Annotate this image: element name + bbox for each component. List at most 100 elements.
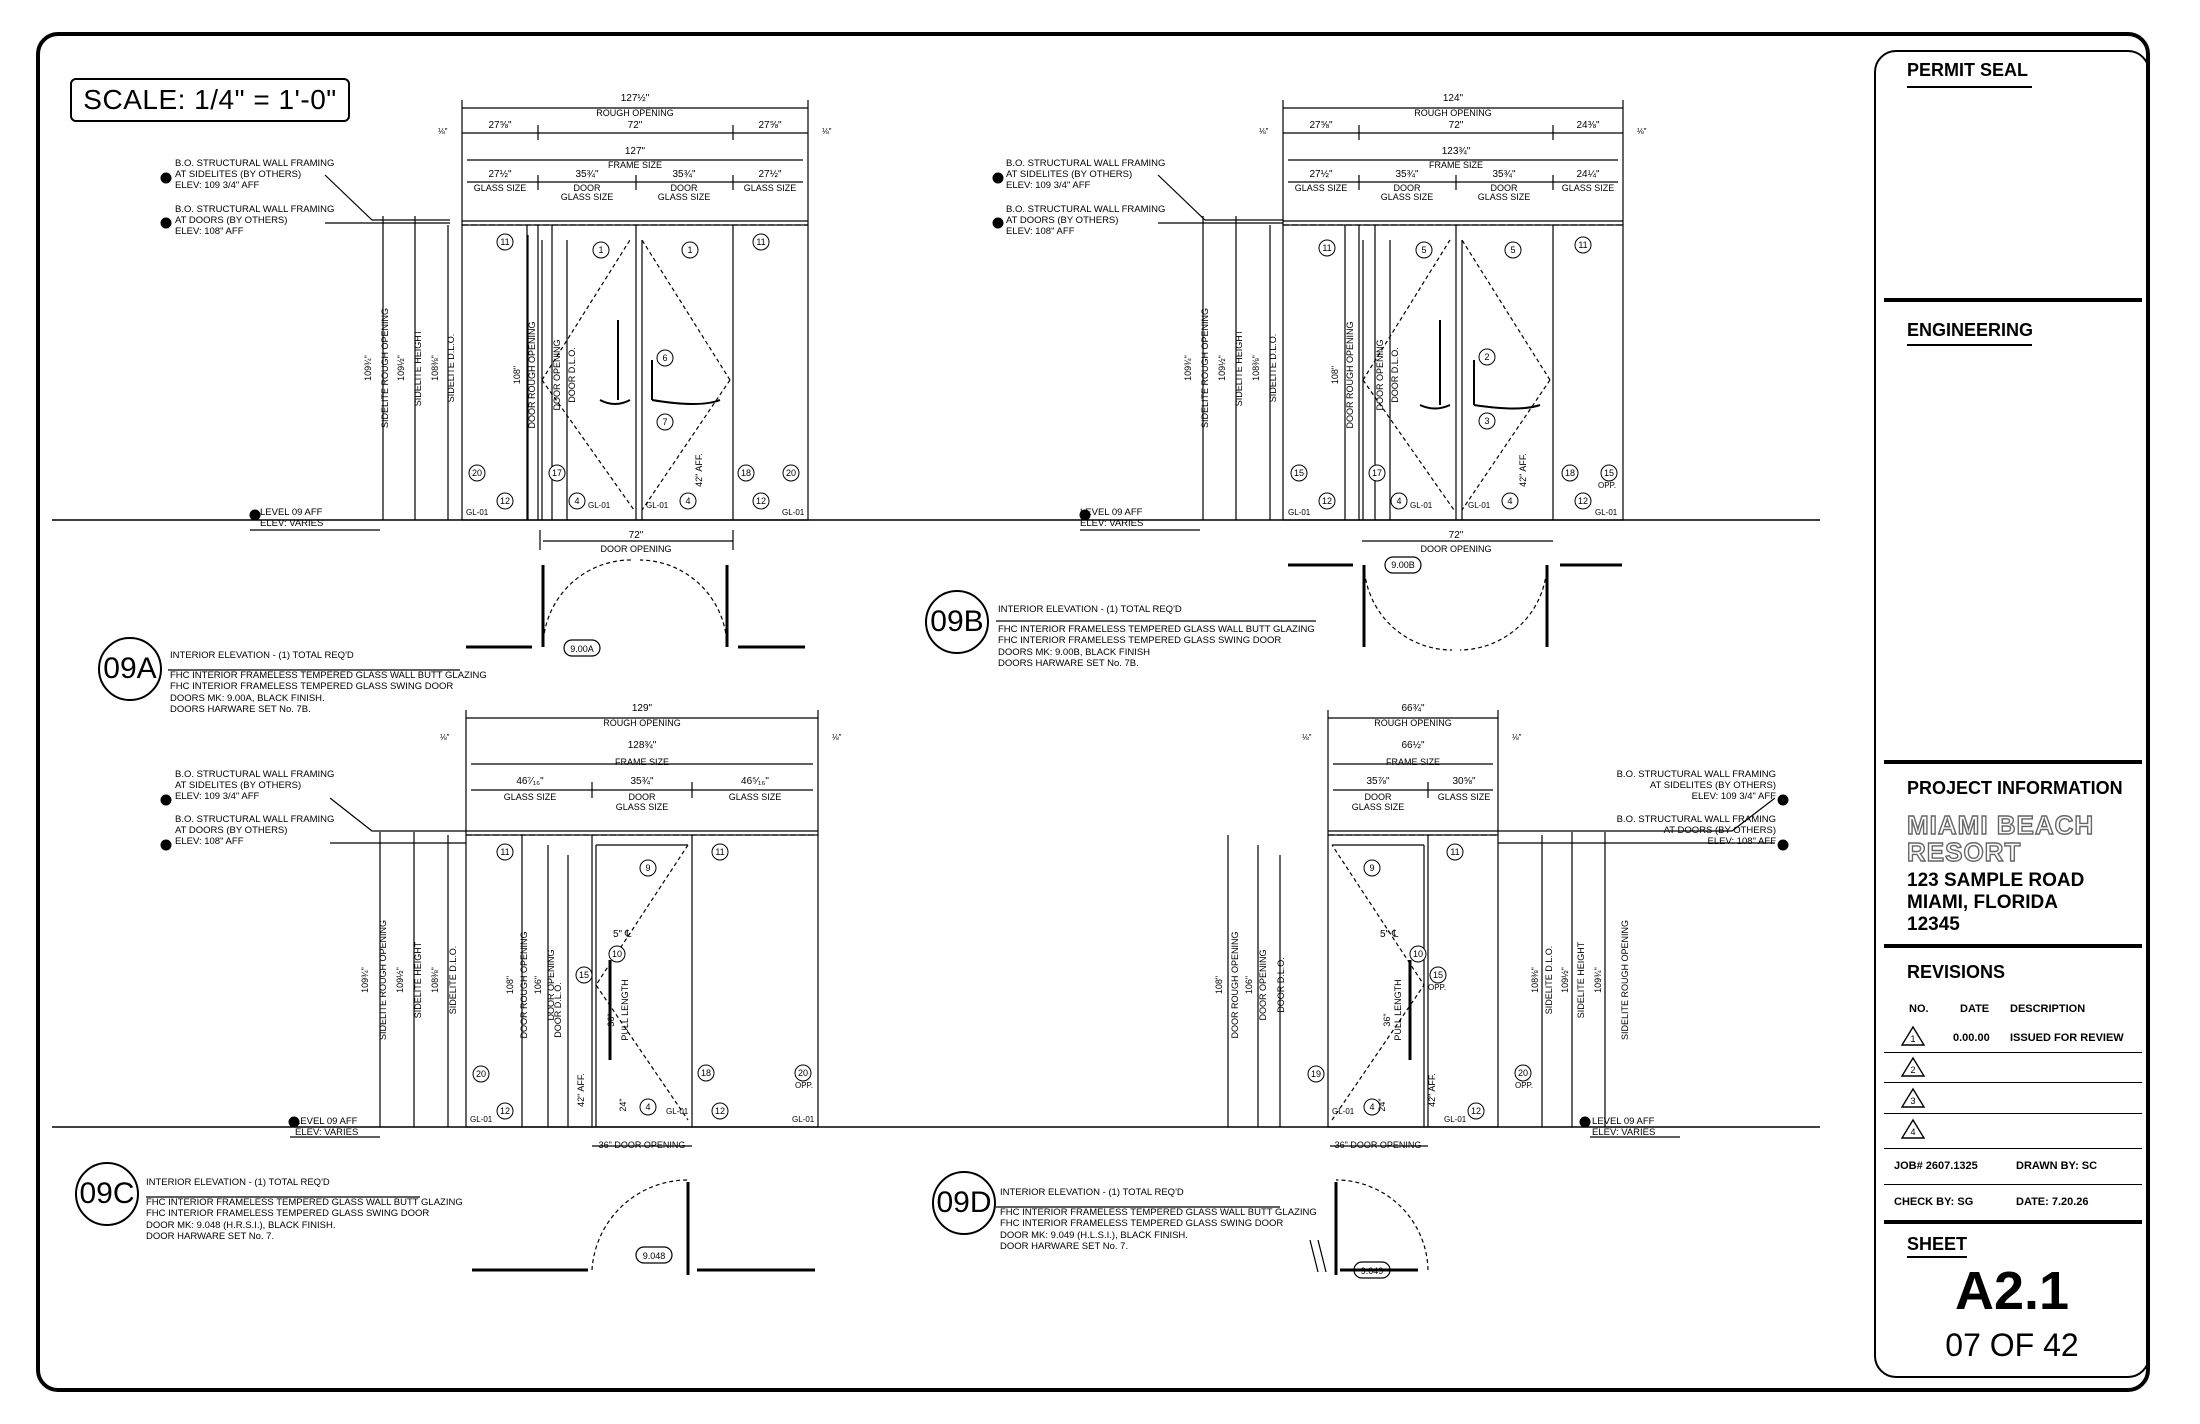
svg-text:GL-01: GL-01 [782, 508, 805, 517]
svg-text:⅛": ⅛" [1512, 733, 1522, 742]
svg-text:42" AFF.: 42" AFF. [576, 1073, 586, 1107]
svg-text:GLASS SIZE: GLASS SIZE [1478, 192, 1531, 202]
svg-text:10: 10 [1413, 949, 1423, 959]
svg-text:17: 17 [552, 468, 562, 478]
svg-text:1: 1 [1910, 1034, 1915, 1044]
dim-09a-frame: 127" [625, 146, 646, 157]
elevation-09c [379, 710, 819, 1275]
svg-text:DOOR OPENING: DOOR OPENING [600, 544, 671, 554]
svg-text:SIDELITE ROUGH OPENING: SIDELITE ROUGH OPENING [1200, 308, 1210, 428]
svg-text:12: 12 [500, 496, 510, 506]
svg-text:DOOR: DOOR [671, 183, 699, 193]
svg-text:12: 12 [1322, 496, 1332, 506]
svg-text:18: 18 [741, 468, 751, 478]
svg-text:GLASS SIZE: GLASS SIZE [561, 192, 614, 202]
svg-text:72": 72" [1449, 530, 1464, 541]
svg-text:GLASS SIZE: GLASS SIZE [1352, 802, 1405, 812]
svg-text:GLASS SIZE: GLASS SIZE [616, 802, 669, 812]
job-number: JOB# 2607.1325 [1894, 1160, 1978, 1172]
svg-text:GL-01: GL-01 [588, 501, 611, 510]
svg-text:⅛": ⅛" [1637, 127, 1647, 136]
drawing-id-09c: 09C [75, 1162, 139, 1226]
svg-text:27½": 27½" [1309, 169, 1332, 180]
svg-text:9: 9 [1369, 863, 1374, 873]
drawing-id-09d: 09D [932, 1171, 996, 1235]
svg-text:SIDELITE D.L.O.: SIDELITE D.L.O. [1544, 946, 1554, 1015]
callout: 11 [500, 237, 509, 247]
svg-text:109¾": 109¾" [360, 967, 370, 993]
notes-09c: INTERIOR ELEVATION - (1) TOTAL REQ'D FHC… [146, 1177, 463, 1242]
svg-text:SIDELITE D.L.O.: SIDELITE D.L.O. [1268, 334, 1278, 403]
svg-text:DOOR OPENING: DOOR OPENING [1420, 544, 1491, 554]
svg-text:DOOR D.L.O.: DOOR D.L.O. [1390, 347, 1400, 403]
svg-text:DOOR D.L.O.: DOOR D.L.O. [567, 347, 577, 403]
svg-text:DOOR: DOOR [1365, 792, 1393, 802]
svg-text:4: 4 [645, 1102, 650, 1112]
rev-col-date: DATE [1960, 1003, 1990, 1015]
rev-1-date: 0.00.00 [1953, 1032, 1990, 1044]
svg-text:20: 20 [476, 1069, 486, 1079]
svg-text:DOOR ROUGH OPENING: DOOR ROUGH OPENING [1345, 321, 1355, 428]
svg-text:108": 108" [1330, 366, 1340, 384]
glass-size-label: GLASS SIZE [474, 183, 527, 193]
svg-text:46⁷⁄₁₆": 46⁷⁄₁₆" [516, 776, 544, 787]
svg-text:DOOR ROUGH OPENING: DOOR ROUGH OPENING [1230, 931, 1240, 1038]
svg-text:36": 36" [1382, 1013, 1392, 1026]
svg-text:11: 11 [1322, 243, 1331, 253]
svg-text:1: 1 [687, 245, 692, 255]
svg-text:DOOR D.L.O.: DOOR D.L.O. [1276, 957, 1286, 1013]
svg-text:DOOR: DOOR [1394, 183, 1422, 193]
svg-text:24": 24" [618, 1098, 628, 1111]
sheet-number: A2.1 [1954, 1261, 2070, 1321]
svg-text:108": 108" [512, 366, 522, 384]
svg-text:36" DOOR OPENING: 36" DOOR OPENING [599, 1140, 686, 1150]
svg-text:35¾": 35¾" [1492, 169, 1515, 180]
svg-text:30⅝": 30⅝" [1452, 776, 1475, 787]
svg-text:SIDELITE ROUGH OPENING: SIDELITE ROUGH OPENING [1620, 920, 1630, 1040]
svg-text:5: 5 [1510, 245, 1515, 255]
svg-text:3: 3 [1484, 416, 1489, 426]
revision-triangle-icon: 4 [1900, 1118, 1926, 1139]
svg-text:GL-01: GL-01 [1288, 508, 1311, 517]
svg-text:5" ℄: 5" ℄ [613, 929, 632, 940]
dim-09a-side-l: 27⅝" [488, 120, 511, 131]
svg-text:20: 20 [1518, 1068, 1528, 1078]
svg-text:⅛": ⅛" [440, 733, 450, 742]
dim-09a-center: 72" [628, 120, 643, 131]
svg-text:15: 15 [1604, 468, 1614, 478]
svg-text:4: 4 [574, 496, 579, 506]
dim-09a-side-r: 27⅝" [758, 120, 781, 131]
svg-text:66½": 66½" [1401, 740, 1424, 751]
revision-triangle-icon: 2 [1900, 1056, 1926, 1077]
svg-text:17: 17 [1372, 468, 1382, 478]
tag-09b: 9.00B [1391, 560, 1415, 570]
svg-text:11: 11 [500, 847, 509, 857]
tag-09c: 9.048 [643, 1251, 666, 1261]
svg-text:OPP.: OPP. [1428, 983, 1446, 992]
svg-text:109¾": 109¾" [1183, 355, 1193, 381]
svg-text:GLASS SIZE: GLASS SIZE [658, 192, 711, 202]
svg-text:DOOR D.L.O.: DOOR D.L.O. [553, 982, 563, 1038]
tag-09d: 9.049 [1361, 1266, 1384, 1276]
svg-text:12: 12 [1471, 1106, 1481, 1116]
dim-09a-door-l: 35¾" [575, 169, 598, 180]
svg-text:12: 12 [756, 496, 766, 506]
svg-text:106": 106" [1244, 976, 1254, 994]
svg-text:⅛": ⅛" [1302, 733, 1312, 742]
sheet-heading: SHEET [1907, 1234, 1968, 1254]
check-by: CHECK BY: SG [1894, 1196, 1974, 1208]
svg-text:123¾": 123¾" [1442, 146, 1471, 157]
svg-text:DOOR: DOOR [629, 792, 657, 802]
svg-text:12: 12 [1578, 496, 1588, 506]
svg-text:6: 6 [662, 353, 667, 363]
revisions-heading: REVISIONS [1907, 962, 2006, 982]
svg-text:GLASS SIZE: GLASS SIZE [1381, 192, 1434, 202]
dim-09b-rough: 124" [1443, 93, 1464, 104]
svg-text:11: 11 [756, 237, 765, 247]
svg-text:19: 19 [1311, 1069, 1321, 1079]
